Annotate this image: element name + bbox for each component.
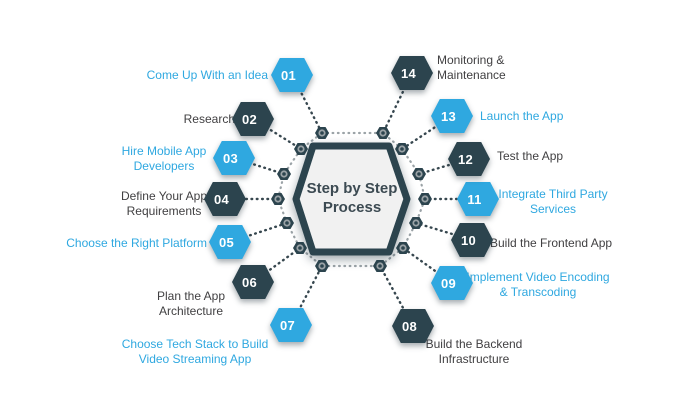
step-13-label: Launch the App	[480, 109, 564, 123]
step-04-label: Define Your App Requirements	[120, 189, 208, 218]
step-03-badge: 03	[213, 141, 255, 175]
step-04-badge: 04	[204, 182, 246, 216]
step-09-badge: 09	[431, 266, 473, 300]
center-hexagon	[292, 142, 411, 256]
step-02-number: 02	[232, 102, 274, 136]
step-09-number: 09	[431, 266, 473, 300]
step-14-label: Monitoring & Maintenance	[437, 53, 506, 82]
step-14-number: 14	[391, 56, 433, 90]
step-02-label: Research	[183, 112, 235, 126]
step-03-number: 03	[213, 141, 255, 175]
step-08-label: Build the Backend Infrastructure	[425, 337, 523, 366]
step-11-badge: 11	[457, 182, 499, 216]
step-03-label: Hire Mobile App Developers	[121, 144, 207, 173]
step-04-number: 04	[204, 182, 246, 216]
step-09-label: Implement Video Encoding & Transcoding	[466, 270, 610, 299]
step-14-badge: 14	[391, 56, 433, 90]
step-10-label: Build the Frontend App	[490, 236, 613, 250]
step-07-label: Choose Tech Stack to Build Video Streami…	[121, 337, 269, 366]
step-12-label: Test the App	[497, 149, 564, 163]
step-06-number: 06	[232, 265, 274, 299]
step-05-badge: 05	[209, 225, 251, 259]
step-08-number: 08	[392, 309, 434, 343]
step-06-label: Plan the App Architecture	[156, 289, 226, 318]
step-07-number: 07	[270, 308, 312, 342]
step-05-label: Choose the Right Platform	[66, 236, 207, 250]
step-01-number: 01	[271, 58, 313, 92]
connector-line-12	[417, 157, 471, 176]
step-12-number: 12	[448, 142, 490, 176]
step-02-badge: 02	[232, 102, 274, 136]
step-07-badge: 07	[270, 308, 312, 342]
step-12-badge: 12	[448, 142, 490, 176]
dotted-ring	[276, 131, 427, 268]
step-11-label: Integrate Third Party Services	[498, 187, 608, 216]
step-06-badge: 06	[232, 265, 274, 299]
step-10-number: 10	[451, 223, 493, 257]
step-13-number: 13	[431, 99, 473, 133]
connector-line-03	[232, 156, 286, 176]
step-13-badge: 13	[431, 99, 473, 133]
step-08-badge: 08	[392, 309, 434, 343]
step-10-badge: 10	[451, 223, 493, 257]
step-01-label: Come Up With an Idea	[146, 68, 268, 82]
step-01-badge: 01	[271, 58, 313, 92]
step-05-number: 05	[209, 225, 251, 259]
step-11-number: 11	[457, 182, 499, 216]
diagram-title: Step by Step Process	[306, 180, 398, 216]
